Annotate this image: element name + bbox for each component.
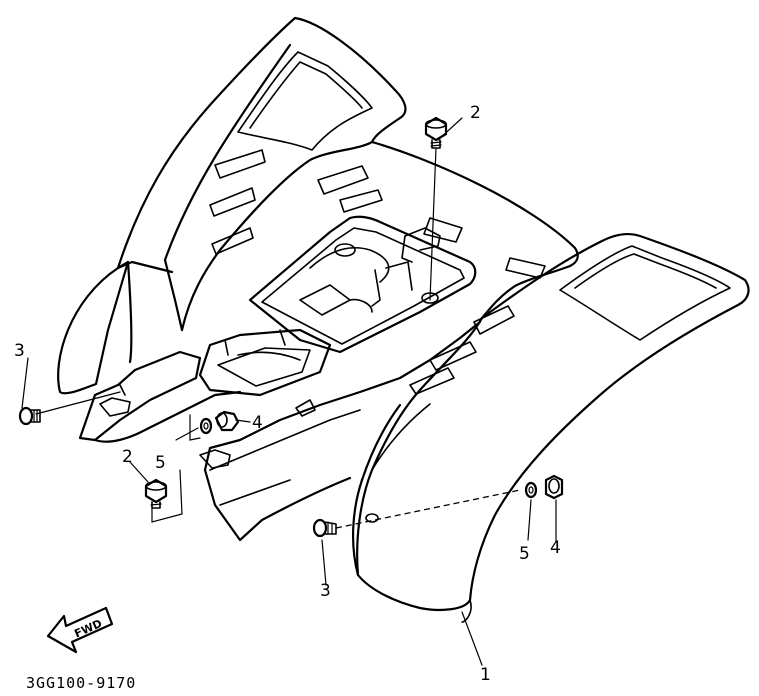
callout-3-bottom: 3 bbox=[320, 581, 331, 601]
callout-2-top: 2 bbox=[470, 103, 481, 123]
callout-5-left: 5 bbox=[155, 453, 166, 473]
bolt-2-top bbox=[424, 116, 448, 149]
rear-deck bbox=[78, 140, 579, 542]
callout-4-center: 4 bbox=[252, 413, 263, 433]
callout-5-right: 5 bbox=[519, 544, 530, 564]
callout-2-left: 2 bbox=[122, 447, 133, 467]
fwd-arrow-icon: FWD bbox=[46, 606, 114, 654]
washer-5-right bbox=[524, 481, 538, 499]
callout-4-right: 4 bbox=[550, 538, 561, 558]
screw-3-bottom bbox=[312, 518, 337, 538]
right-fender bbox=[351, 232, 750, 623]
nut-4-right bbox=[544, 474, 564, 500]
nut-4-center bbox=[214, 410, 240, 432]
left-fender-wing bbox=[57, 16, 407, 395]
washer-5-center bbox=[199, 417, 213, 435]
assembly-lines bbox=[21, 117, 557, 666]
screw-3-left bbox=[18, 406, 41, 426]
callout-1: 1 bbox=[480, 665, 491, 685]
callout-3-left: 3 bbox=[14, 341, 25, 361]
bolt-2-left bbox=[144, 478, 168, 509]
drawing-code: 3GG100-9170 bbox=[26, 674, 136, 692]
